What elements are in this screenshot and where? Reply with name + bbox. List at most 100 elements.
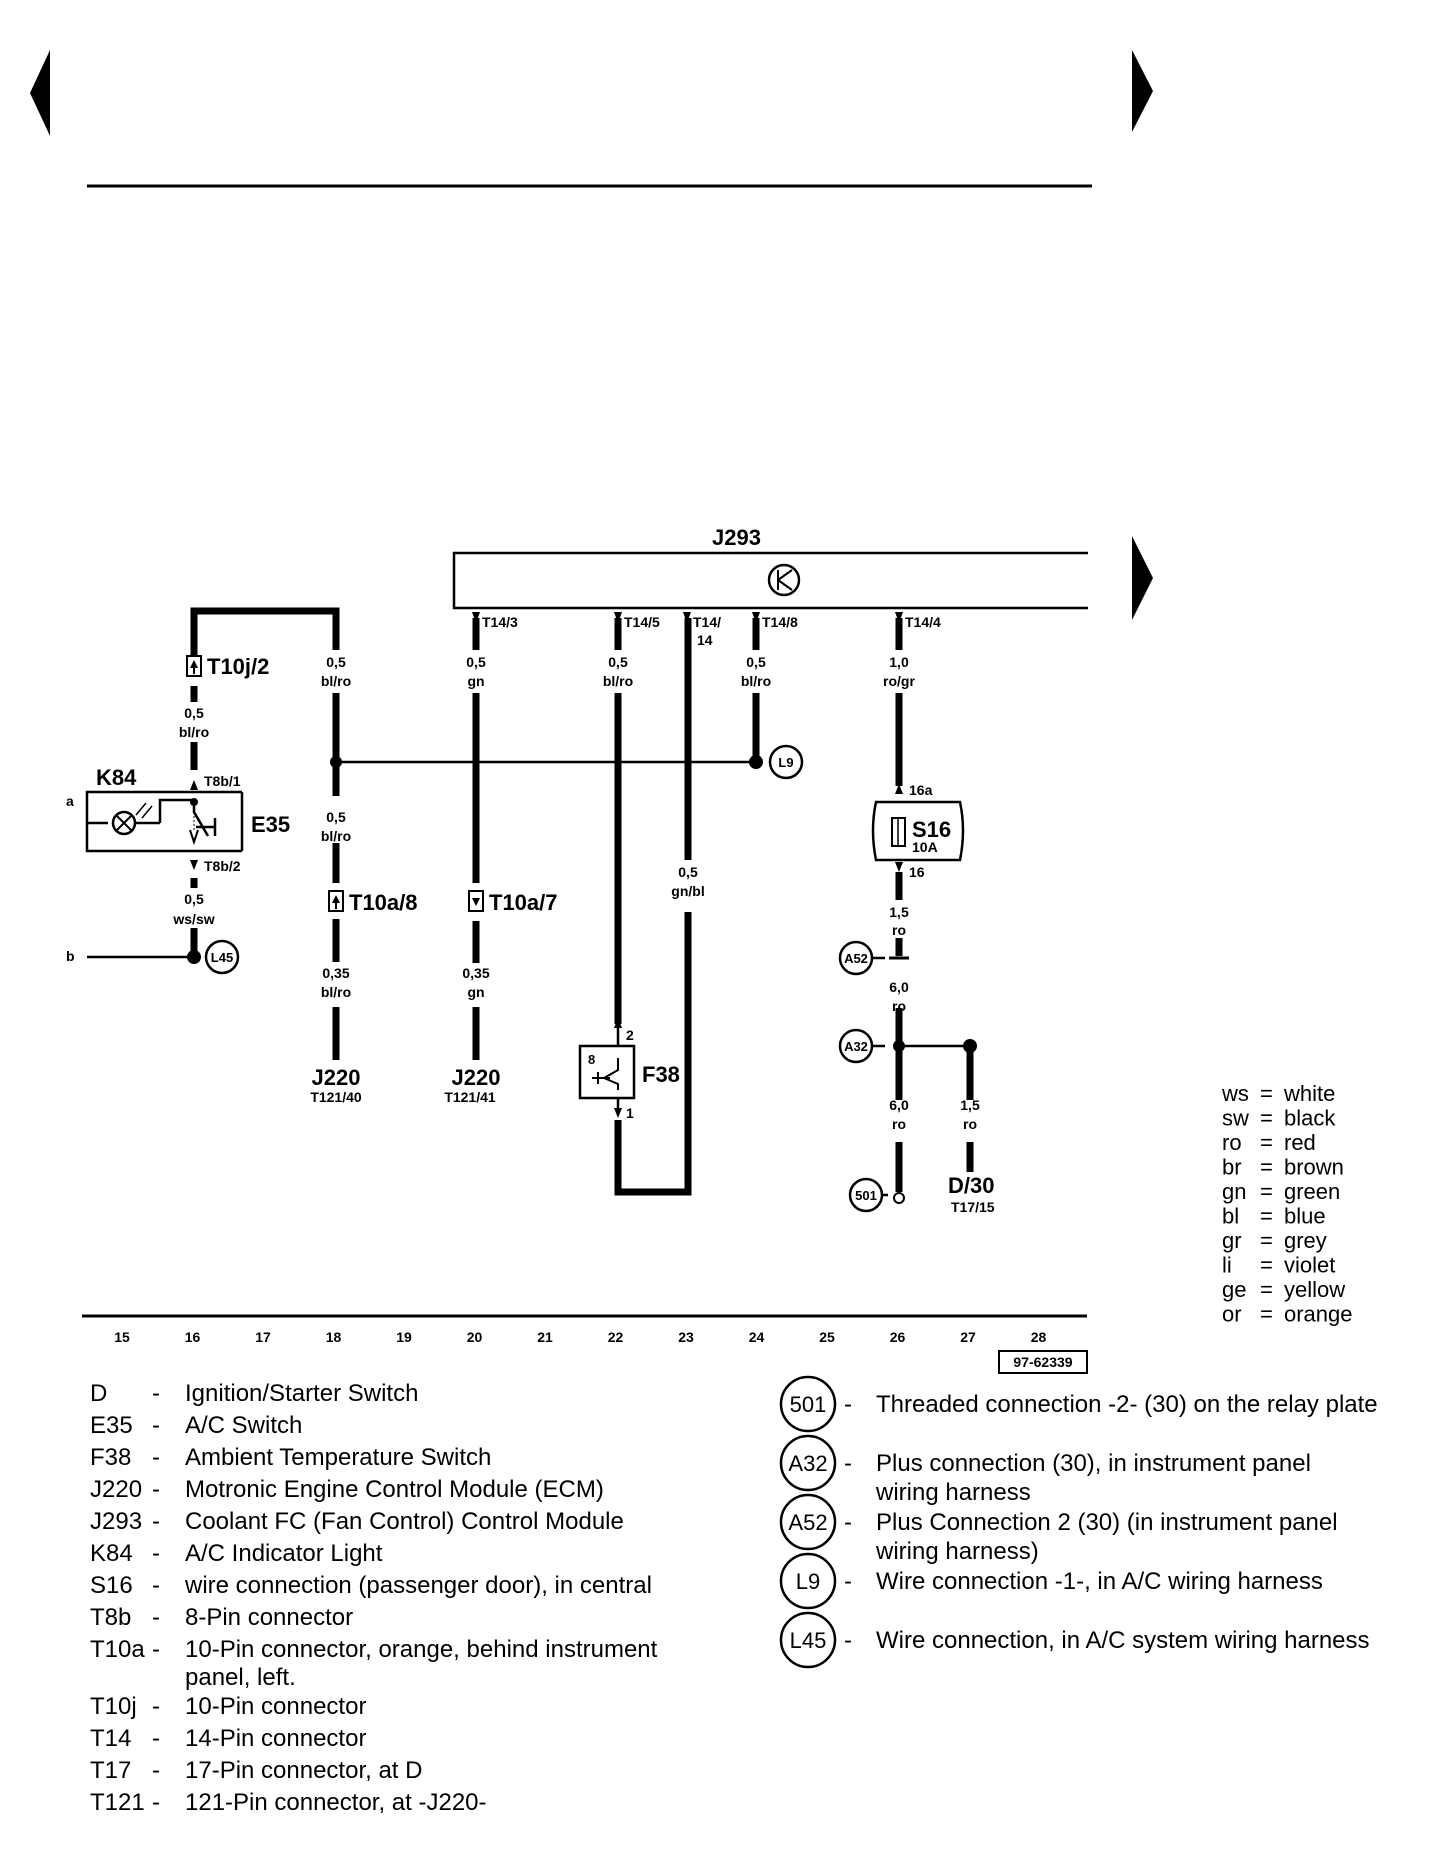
legend-desc: 8-Pin connector [185,1604,353,1631]
color-code: ro [1222,1130,1242,1155]
svg-text:0,5: 0,5 [746,654,766,670]
connection-code: 501 [790,1392,827,1417]
svg-text:J220: J220 [452,1065,501,1090]
color-equals: = [1260,1228,1273,1253]
svg-text:ro: ro [892,1116,906,1132]
s16-fuse: 16a S16 10A 16 [871,782,965,880]
d-target: D/30 T17/15 [948,1173,995,1215]
color-name: orange [1284,1302,1353,1327]
legend-dash: - [152,1757,160,1784]
connection-code: L45 [790,1628,827,1653]
legend-dash: - [152,1476,160,1503]
column-number: 27 [960,1329,976,1345]
color-equals: = [1260,1179,1273,1204]
color-name: violet [1284,1253,1335,1278]
color-name: grey [1284,1228,1327,1253]
svg-text:2: 2 [626,1027,634,1043]
relay-j293: J293 [452,525,1088,610]
legend-code: F38 [90,1444,131,1471]
terminal-501-end [893,1192,905,1204]
svg-text:6,0: 6,0 [889,1097,909,1113]
pin-t14-5: T14/5 [624,614,660,630]
pin-t14-14: T14/ [693,614,721,630]
connector-t10a-8: T10a/8 [328,890,418,915]
next-section-arrow-icon[interactable] [1132,536,1153,620]
column-number: 19 [396,1329,412,1345]
svg-text:0,5: 0,5 [184,705,204,721]
wire-loop-16-18 [190,607,340,655]
svg-text:bl/ro: bl/ro [741,673,771,689]
connection-desc: Wire connection, in A/C system wiring ha… [876,1627,1370,1654]
color-name: green [1284,1179,1340,1204]
color-name: blue [1284,1204,1326,1229]
legend-dash: - [152,1380,160,1407]
svg-text:0,35: 0,35 [322,965,349,981]
legend-code: D [90,1380,107,1407]
color-code: bl [1222,1204,1239,1229]
ground-l9: L9 [768,744,804,780]
legend-desc: 10-Pin connector [185,1693,366,1720]
s16-label: S16 [912,817,951,842]
f38-switch: 8 2 1 F38 [578,1018,680,1121]
legend-code: T10j [90,1693,137,1720]
svg-text:10A: 10A [912,839,938,855]
svg-text:0,5: 0,5 [184,891,204,907]
svg-text:ro: ro [892,998,906,1014]
color-equals: = [1260,1253,1273,1278]
color-code: sw [1222,1106,1249,1131]
svg-text:T121/41: T121/41 [444,1089,496,1105]
f38-label: F38 [642,1062,680,1087]
thin-wires [87,760,970,1197]
j220-target-40: J220 T121/40 [310,1065,362,1105]
legend-desc: A/C Indicator Light [185,1540,383,1567]
svg-text:T17/15: T17/15 [951,1199,995,1215]
svg-text:bl/ro: bl/ro [603,673,633,689]
connection-desc-cont: wiring harness [875,1479,1031,1506]
connector-t10a-7: T10a/7 [468,890,558,915]
legend-dash: - [152,1789,160,1816]
e35-label: E35 [251,812,290,837]
svg-text:bl/ro: bl/ro [321,673,351,689]
svg-text:ro: ro [892,922,906,938]
svg-text:gn/bl: gn/bl [671,883,704,899]
color-code: ge [1222,1277,1246,1302]
legend-dash: - [152,1412,160,1439]
legend-code: T17 [90,1757,131,1784]
ref-code: 97-62339 [1013,1354,1072,1370]
legend-code: T10a [90,1636,145,1663]
column-number: 21 [537,1329,553,1345]
connection-desc: Threaded connection -2- (30) on the rela… [876,1391,1378,1418]
legend-code: S16 [90,1572,133,1599]
svg-text:L45: L45 [211,950,233,965]
legend-desc: Ambient Temperature Switch [185,1444,491,1471]
color-legend: ws=whitesw=blackro=redbr=browngn=greenbl… [1221,1081,1353,1327]
color-name: black [1284,1106,1336,1131]
legend-desc: wire connection (passenger door), in cen… [184,1572,652,1599]
color-equals: = [1260,1155,1273,1180]
svg-text:1,0: 1,0 [889,654,909,670]
color-name: white [1283,1081,1335,1106]
svg-text:501: 501 [855,1188,877,1203]
connection-symbol [779,1375,837,1433]
color-name: brown [1284,1155,1344,1180]
next-page-arrow-icon[interactable] [1132,50,1153,132]
svg-text:T10j/2: T10j/2 [207,654,269,679]
column-number: 26 [890,1329,906,1345]
svg-text:ro: ro [963,1116,977,1132]
column-number: 23 [678,1329,694,1345]
svg-text:bl/ro: bl/ro [321,984,351,1000]
connection-desc: Plus connection (30), in instrument pane… [876,1450,1311,1477]
svg-text:T10a/7: T10a/7 [489,890,558,915]
svg-text:ws/sw: ws/sw [172,911,214,927]
svg-text:gn: gn [467,984,484,1000]
color-name: red [1284,1130,1316,1155]
legend-desc: Motronic Engine Control Module (ECM) [185,1476,604,1503]
svg-text:T8b/1: T8b/1 [204,773,241,789]
connection-code: A52 [788,1510,827,1535]
prev-page-arrow-icon[interactable] [30,50,50,136]
legend-desc: Ignition/Starter Switch [185,1380,418,1407]
svg-text:A32: A32 [844,1039,868,1054]
svg-text:1: 1 [626,1105,634,1121]
